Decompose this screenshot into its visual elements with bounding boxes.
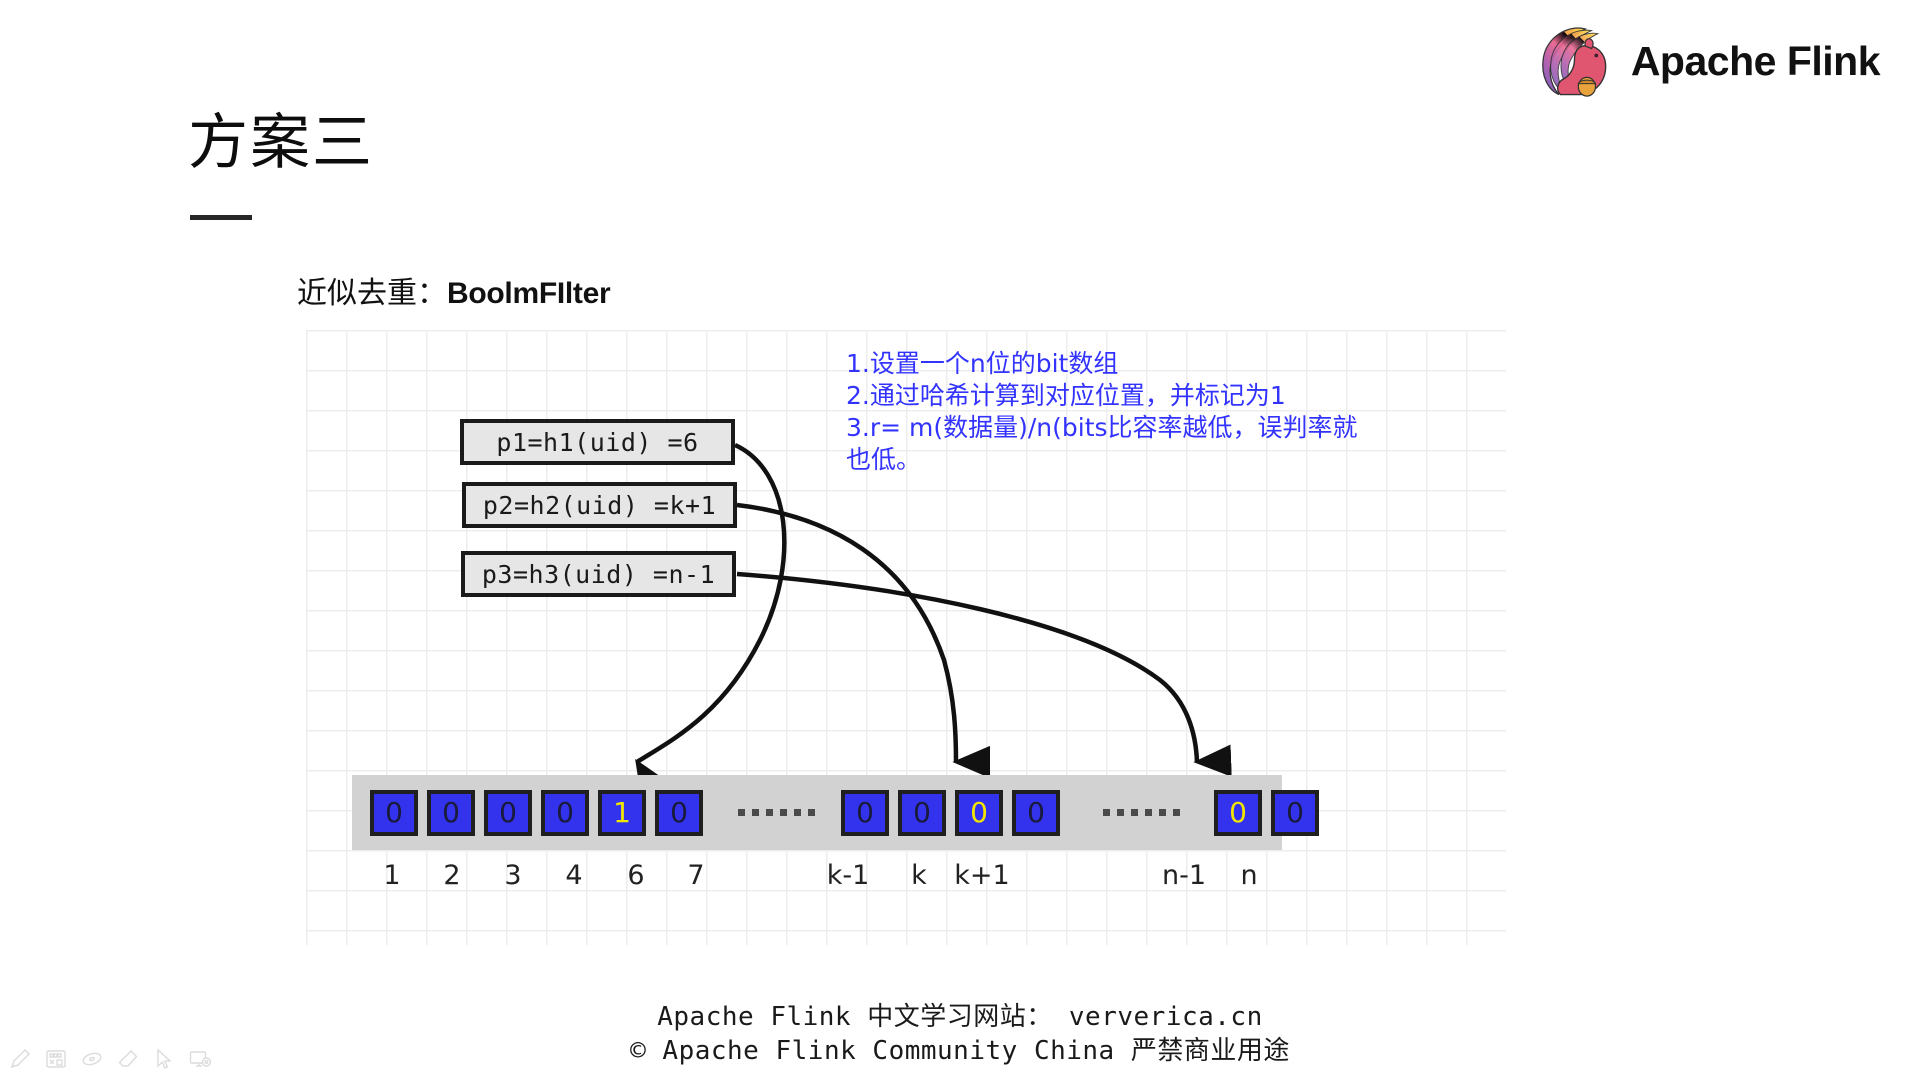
brand-logo-group: Apache Flink (1537, 18, 1881, 104)
bit-cell[interactable]: 0 (841, 789, 889, 836)
footer-line-1: Apache Flink 中文学习网站： ververica.cn (657, 1002, 1263, 1032)
index-label: k+1 (954, 860, 1010, 891)
bit-cell[interactable]: 0 (655, 789, 703, 836)
bit-cell-set[interactable]: 1 (598, 789, 646, 836)
index-label: 1 (383, 860, 401, 891)
index-label: n (1240, 860, 1258, 891)
bit-cell[interactable]: 0 (427, 789, 475, 836)
subtitle-cn: 近似去重： (297, 276, 447, 311)
bit-cell-set[interactable]: 0 (955, 789, 1003, 836)
footer-line-2: © Apache Flink Community China 严禁商业用途 (630, 1036, 1290, 1066)
highlighter-icon[interactable] (44, 1047, 68, 1071)
index-label: n-1 (1161, 860, 1207, 891)
hash-box-p2[interactable]: p2=h2(uid) =k+1 (462, 482, 737, 528)
annotation-notes: 1.设置一个n位的bit数组 2.通过哈希计算到对应位置，并标记为1 3.r= … (846, 349, 1358, 474)
title-underline (190, 215, 252, 220)
bit-cell-set[interactable]: 0 (1214, 789, 1262, 836)
footer: Apache Flink 中文学习网站： ververica.cn © Apac… (0, 1000, 1920, 1068)
index-label: k (911, 860, 927, 891)
index-label: 4 (565, 860, 583, 891)
hash-box-p1[interactable]: p1=h1(uid) =6 (460, 419, 735, 465)
bit-cell[interactable]: 0 (484, 789, 532, 836)
bit-cell[interactable]: 0 (1271, 789, 1319, 836)
index-label: 7 (687, 860, 705, 891)
laser-icon[interactable] (80, 1047, 104, 1071)
eraser-icon[interactable] (116, 1047, 140, 1071)
hash-box-p3[interactable]: p3=h3(uid) =n-1 (461, 551, 736, 597)
ellipsis-left (738, 809, 815, 816)
cursor-icon[interactable] (152, 1047, 176, 1071)
bit-cell[interactable]: 0 (541, 789, 589, 836)
flink-squirrel-logo (1541, 27, 1607, 97)
bit-cell[interactable]: 0 (898, 789, 946, 836)
bit-array: 0 0 0 0 1 0 0 0 0 0 0 0 (352, 775, 1319, 850)
ink-toolbar[interactable] (8, 1047, 212, 1071)
brand-name: Apache Flink (1630, 37, 1881, 84)
page-title: 方案三 (188, 108, 374, 178)
pen-icon[interactable] (8, 1047, 32, 1071)
subtitle-en: BoolmFIlter (447, 277, 611, 310)
bit-cell[interactable]: 0 (1012, 789, 1060, 836)
index-label: 3 (504, 860, 522, 891)
index-label: 2 (443, 860, 461, 891)
bit-index-labels: 1 2 3 4 6 7 k-1 k k+1 n-1 n (352, 860, 1282, 896)
ellipsis-right (1103, 809, 1180, 816)
index-label: 6 (627, 860, 645, 891)
screen-icon[interactable] (188, 1047, 212, 1071)
subtitle: 近似去重：BoolmFIlter (297, 268, 611, 312)
index-label: k-1 (826, 860, 870, 891)
bit-cell[interactable]: 0 (370, 789, 418, 836)
